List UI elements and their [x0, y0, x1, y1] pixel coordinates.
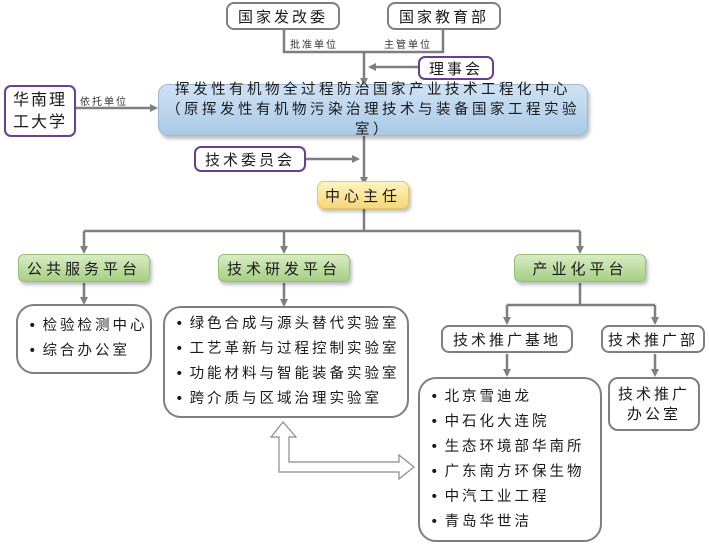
public-service-platform-label: 公共服务平台 [26, 259, 141, 278]
university-name-line2: 工大学 [12, 112, 67, 131]
collaboration-double-arrow [269, 421, 415, 481]
center-name-line1: 挥发性有机物全过程防治国家产业技术工程化中心 [175, 82, 571, 98]
technical-committee-box: 技术委员会 [194, 146, 306, 172]
rd-platform-box: 技术研发平台 [218, 254, 350, 282]
list-item: 综合办公室 [28, 339, 150, 364]
engineering-center-box: 挥发性有机物全过程防治国家产业技术工程化中心 （原挥发性有机物污染治理技术与装备… [158, 82, 588, 138]
list-item: 工艺革新与过程控制实验室 [175, 337, 407, 362]
moe-label: 国家教育部 [398, 7, 489, 26]
list-item: 功能材料与智能装备实验室 [175, 362, 407, 387]
list-item: 青岛华世洁 [430, 510, 600, 535]
ndrc-box: 国家发改委 [226, 2, 340, 30]
ndrc-label: 国家发改委 [237, 7, 328, 26]
tech-promotion-office-box: 技术推广 办公室 [608, 377, 700, 431]
public-service-list: 检验检测中心 综合办公室 [16, 304, 152, 374]
list-item: 绿色合成与源头替代实验室 [175, 312, 407, 337]
center-director-box: 中心主任 [317, 181, 409, 209]
rd-lab-list: 绿色合成与源头替代实验室 工艺革新与过程控制实验室 功能材料与智能装备实验室 跨… [163, 306, 409, 418]
industrialization-platform-label: 产业化平台 [532, 259, 628, 278]
list-item: 中汽工业工程 [430, 485, 600, 510]
list-item: 检验检测中心 [28, 314, 150, 339]
tech-promotion-dept-box: 技术推广部 [601, 325, 705, 353]
tech-promotion-base-label: 技术推广基地 [452, 330, 561, 349]
rd-platform-label: 技术研发平台 [226, 259, 341, 278]
list-item: 跨介质与区域治理实验室 [175, 387, 407, 412]
council-label: 理事会 [428, 59, 483, 78]
center-director-label: 中心主任 [324, 186, 401, 205]
moe-box: 国家教育部 [387, 2, 501, 30]
university-name-line1: 华南理 [12, 90, 67, 109]
center-name-line2: （原挥发性有机物污染治理技术与装备国家工程实验室） [166, 102, 580, 138]
public-service-platform-box: 公共服务平台 [18, 254, 150, 282]
tech-promotion-base-box: 技术推广基地 [441, 325, 573, 353]
industrialization-platform-box: 产业化平台 [514, 254, 646, 282]
list-item: 中石化大连院 [430, 410, 600, 435]
support-unit-label: 依托单位 [80, 97, 128, 108]
list-item: 生态环境部华南所 [430, 435, 600, 460]
technical-committee-label: 技术委员会 [204, 150, 295, 169]
approval-unit-label: 批准单位 [290, 40, 338, 51]
tech-promotion-office-line1: 技术推广 [617, 385, 690, 403]
tech-promotion-dept-label: 技术推广部 [607, 330, 698, 349]
university-box: 华南理 工大学 [4, 85, 76, 137]
list-item: 北京雪迪龙 [430, 385, 600, 410]
promotion-base-list: 北京雪迪龙 中石化大连院 生态环境部华南所 广东南方环保生物 中汽工业工程 青岛… [418, 377, 602, 542]
tech-promotion-office-line2: 办公室 [626, 405, 681, 423]
supervisor-unit-label: 主管单位 [384, 40, 432, 51]
list-item: 广东南方环保生物 [430, 460, 600, 485]
council-box: 理事会 [418, 56, 494, 80]
